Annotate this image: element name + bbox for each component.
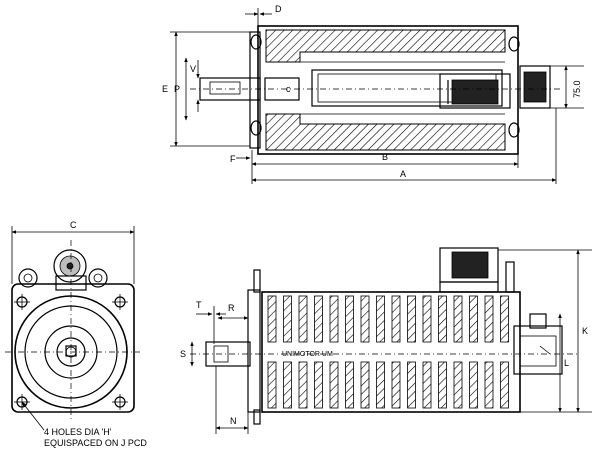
- label-E: E: [162, 84, 168, 94]
- label-F: F: [230, 154, 236, 164]
- label-A: A: [400, 169, 406, 179]
- top-hatched-wall: [265, 29, 506, 63]
- encoder-coil: [451, 79, 499, 105]
- cooling-fin: [438, 295, 447, 343]
- label-V: V: [190, 64, 196, 74]
- note-line-2: EQUISPACED ON J PCD: [44, 438, 147, 448]
- bottom-bolt-right: [508, 122, 520, 138]
- side-section-view: c D E P V F B A 75.0: [162, 4, 584, 184]
- cooling-fin: [484, 361, 494, 409]
- cooling-fin: [360, 361, 370, 409]
- motor-body-outline: [257, 25, 519, 155]
- cooling-fin: [376, 295, 385, 343]
- cooling-fin: [283, 295, 292, 343]
- label-L: L: [564, 358, 569, 368]
- cooling-fin: [376, 361, 385, 409]
- cooling-fin: [267, 295, 277, 343]
- note-line-1: 4 HOLES DIA 'H': [44, 427, 112, 437]
- cooling-fin: [345, 361, 354, 409]
- label-D: D: [275, 4, 282, 14]
- end-connector: [18, 249, 108, 291]
- encoder-housing: [439, 73, 511, 109]
- cooling-fin: [438, 361, 447, 409]
- cooling-fin: [391, 295, 401, 343]
- label-N: N: [230, 416, 237, 426]
- label-small-c: c: [286, 84, 291, 94]
- cooling-fin: [500, 361, 509, 409]
- top-bolt-right: [508, 36, 520, 52]
- cooling-fin: [298, 295, 308, 343]
- label-S: S: [180, 349, 186, 359]
- cooling-fin: [500, 295, 509, 343]
- label-T: T: [196, 300, 202, 310]
- cooling-fin: [484, 295, 494, 343]
- cooling-fin: [407, 361, 416, 409]
- cooling-fin: [267, 361, 277, 409]
- cooling-fin: [453, 361, 463, 409]
- label-K: K: [582, 326, 588, 336]
- side-elevation-view: UNIMOTOR UM T R S N: [180, 247, 592, 434]
- cooling-fin: [453, 295, 463, 343]
- cooling-fin: [345, 295, 354, 343]
- cooling-fin: [298, 361, 308, 409]
- cooling-fins: [267, 295, 509, 409]
- cooling-fin: [314, 295, 323, 343]
- label-C: C: [70, 220, 77, 230]
- cooling-fin: [329, 361, 339, 409]
- cooling-fin: [422, 295, 432, 343]
- bottom-bolt-left: [250, 120, 262, 136]
- cooling-fin: [283, 361, 292, 409]
- label-P: P: [174, 84, 180, 94]
- rotor: [311, 69, 503, 107]
- cooling-fin: [360, 295, 370, 343]
- brand-label: UNIMOTOR UM: [282, 351, 333, 358]
- cooling-fin: [314, 361, 323, 409]
- label-R: R: [228, 303, 235, 313]
- cooling-fin: [422, 361, 432, 409]
- elev-top-connector: [439, 247, 515, 293]
- cooling-fin: [329, 295, 339, 343]
- top-bolt-left: [250, 34, 262, 50]
- elev-encoder-box: [513, 313, 563, 375]
- label-75: 75.0: [572, 80, 582, 98]
- cooling-fin: [407, 295, 416, 343]
- cooling-fin: [469, 361, 478, 409]
- bottom-hatched-wall: [265, 113, 506, 151]
- cooling-fin: [469, 295, 478, 343]
- label-B: B: [382, 152, 388, 162]
- cooling-fin: [391, 361, 401, 409]
- end-view: C 4 HOLES DIA 'H' EQUISPACED ON J PCD: [5, 220, 147, 448]
- connector-block: [519, 65, 551, 109]
- end-flange-square: [11, 283, 135, 413]
